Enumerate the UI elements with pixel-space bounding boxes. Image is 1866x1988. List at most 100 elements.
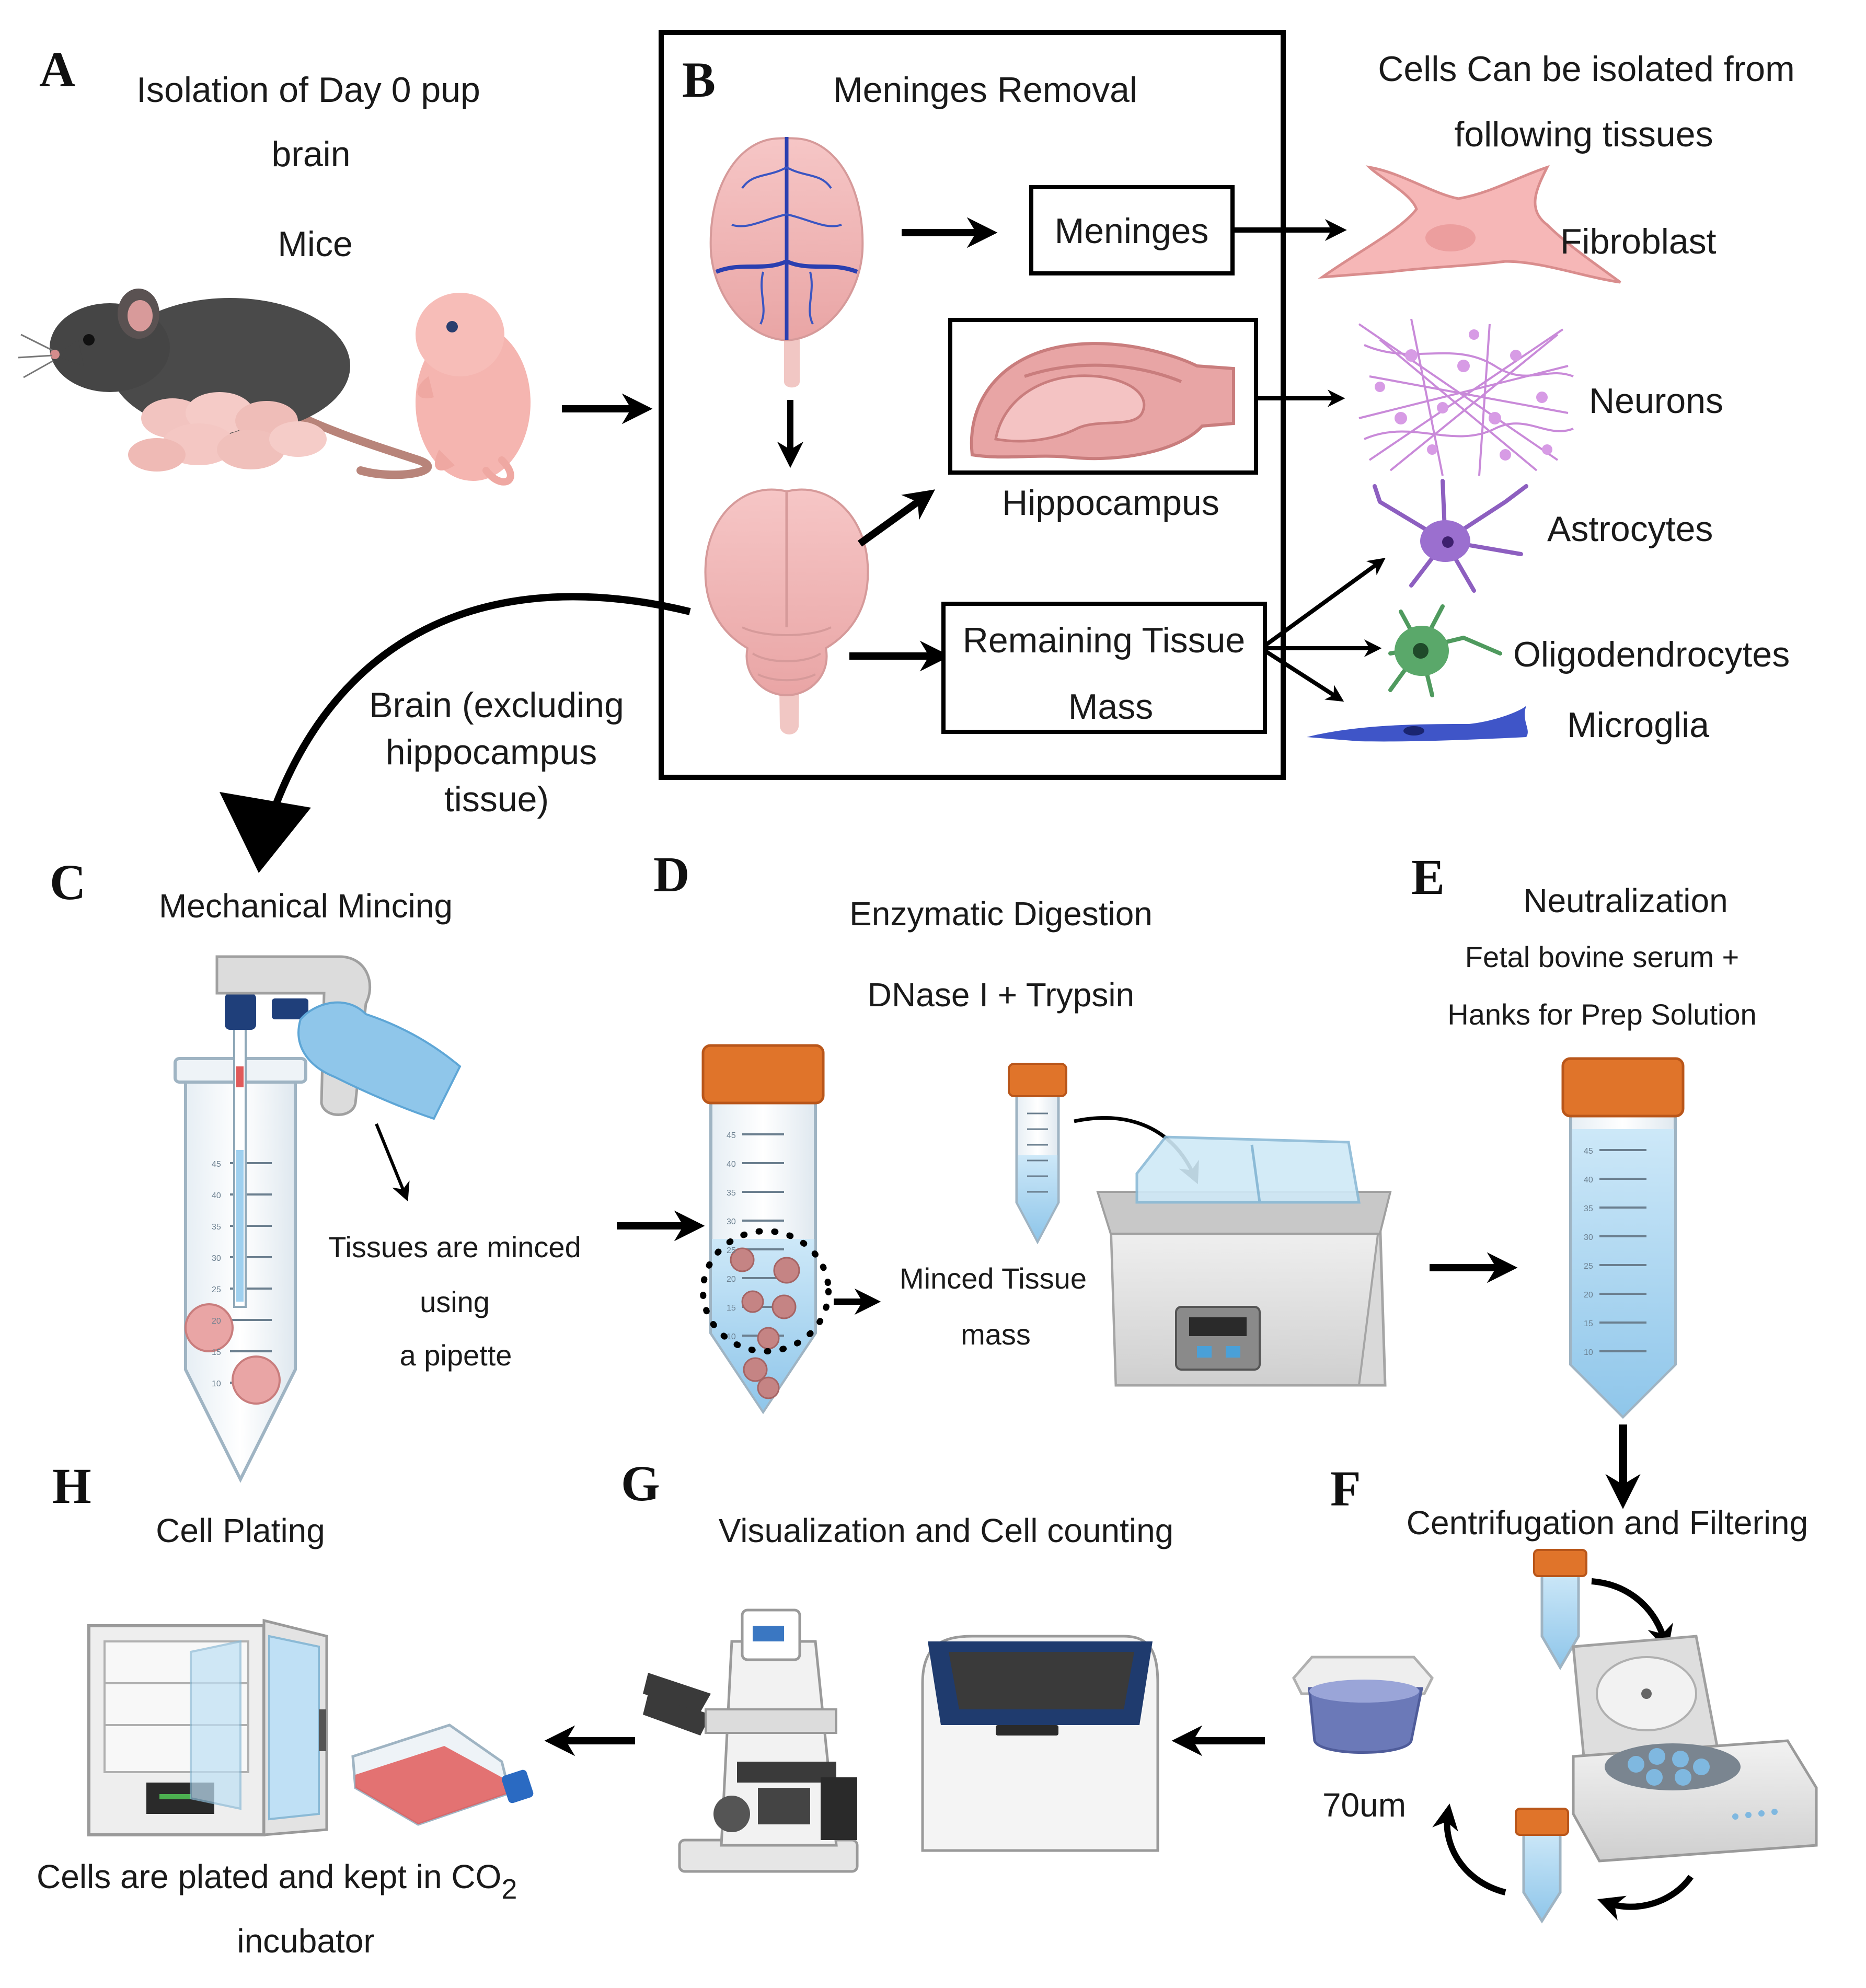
filter-size-label: 70um [1322,1786,1406,1824]
tube-e-graduation: 25 [1584,1262,1593,1271]
brain-with-meninges-icon [709,137,864,388]
panel-letter-g: G [621,1455,660,1511]
arrow-to-microglia [1263,649,1344,702]
panel-d-reagents: DNase I + Trypsin [868,976,1134,1014]
arrow-pipette-note [375,1123,410,1202]
remaining-tissue-label-line2: Mass [1068,687,1153,727]
co2-incubator-icon [87,1618,328,1836]
panel-b-title: Meninges Removal [833,70,1137,110]
panel-letter-c: C [50,854,86,910]
tube-e-graduation: 40 [1584,1176,1593,1185]
small-tube-f-bottom-icon [1515,1808,1569,1924]
panel-h-title: Cell Plating [156,1512,325,1549]
panel-h-caption-line1: Cells are plated and kept in CO2 [37,1858,517,1905]
panel-f-title: Centrifugation and Filtering [1407,1504,1808,1542]
arrow-to-astrocytes [1263,558,1386,648]
arrow-b-to-c [268,593,691,817]
tube-d-graduation: 15 [727,1304,736,1313]
small-tube-icon [1008,1063,1067,1245]
brain-note-line3: tissue) [444,779,549,819]
cells-title-line2: following tissues [1454,114,1713,154]
panel-h-caption-line2: incubator [237,1922,374,1960]
panel-a-title-line1: Isolation of Day 0 pup [136,70,480,110]
tube-c-graduation: 40 [212,1191,221,1200]
astrocyte-icon [1373,479,1528,593]
tube-c-graduation: 35 [212,1223,221,1232]
panel-c-note-line2: using [420,1285,490,1318]
panel-d-note-line1: Minced Tissue [900,1262,1087,1295]
fibroblast-label: Fibroblast [1560,222,1717,261]
tube-c-graduation: 45 [212,1160,221,1169]
neurons-label: Neurons [1589,381,1723,421]
caption-main-text: Cells are plated and kept in CO [37,1858,501,1895]
species-label: Mice [278,224,353,264]
panel-c-title: Mechanical Mincing [159,887,453,925]
tube-c-graduation: 20 [212,1317,221,1326]
brain-icon [704,488,869,734]
tube-c-graduation: 25 [212,1285,221,1294]
arrow-b-to-c-head [220,792,311,873]
tube-e-graduation: 35 [1584,1204,1593,1213]
neurons-icon [1358,318,1574,476]
panel-d-title: Enzymatic Digestion [849,895,1153,933]
arrow-tube-to-filter [1432,1803,1506,1895]
panel-d-note-line2: mass [961,1318,1031,1351]
tube-d-graduation: 40 [727,1160,736,1169]
hippocampus-icon [970,342,1235,461]
panel-c-note-line3: a pipette [400,1339,512,1372]
panel-letter-d: D [653,846,689,902]
tube-e-graduation: 30 [1584,1233,1593,1242]
panel-letter-b: B [682,52,716,108]
microglia-label: Microglia [1567,705,1709,745]
panel-letter-f: F [1330,1461,1361,1516]
microscope-icon [643,1608,859,1873]
caption-subscript: 2 [501,1874,517,1905]
astrocytes-label: Astrocytes [1547,509,1713,549]
panel-letter-a: A [39,41,75,97]
tube-e-graduation: 45 [1584,1147,1593,1156]
brain-note-line2: hippocampus [386,732,597,772]
mouse-with-litter-icon [18,289,432,479]
tube-d-graduation: 45 [727,1131,736,1140]
newborn-pup-icon [416,293,531,486]
panel-e-line1: Fetal bovine serum + [1465,940,1739,973]
tube-d-graduation: 35 [727,1189,736,1198]
arrow-to-hippocampus [857,489,936,547]
tube-c-graduation: 30 [212,1254,221,1263]
panel-letter-e: E [1411,849,1445,905]
panel-c-note-line1: Tissues are minced [328,1231,581,1263]
conical-tube-d-icon [700,1044,832,1415]
pipette-controller-icon [215,955,462,1308]
panel-a-title-line2: brain [271,134,350,174]
oligodendrocyte-icon [1388,604,1502,697]
remaining-tissue-label-line1: Remaining Tissue [963,620,1245,660]
small-tube-f-top-icon [1533,1549,1587,1670]
fibroblast-icon [1318,165,1621,284]
panel-g-title: Visualization and Cell counting [719,1512,1174,1549]
tube-c-graduation: 15 [212,1348,221,1357]
centrifuge-icon [1572,1635,1818,1863]
panel-letter-h: H [52,1458,91,1514]
culture-flask-icon [351,1723,534,1826]
cells-title-line1: Cells Can be isolated from [1378,49,1794,89]
cell-counter-icon [921,1635,1159,1852]
oligodendrocytes-label: Oligodendrocytes [1513,635,1790,674]
arrow-centrifuge-to-tube [1597,1875,1694,1921]
panel-e-line2: Hanks for Prep Solution [1447,998,1756,1031]
tube-c-graduation: 10 [212,1380,221,1388]
tube-d-graduation: 20 [727,1275,736,1284]
tube-e-graduation: 15 [1584,1319,1593,1328]
arrow-to-centrifuge [1591,1578,1673,1652]
meninges-label: Meninges [1055,211,1209,251]
tube-d-graduation: 30 [727,1217,736,1226]
panel-b-frame [659,30,1286,780]
conical-tube-e-icon [1561,1057,1685,1419]
water-bath-icon [1096,1135,1392,1387]
panel-e-title: Neutralization [1523,882,1727,920]
remaining-tissue-box [941,602,1267,734]
hippocampus-label: Hippocampus [1002,483,1219,523]
microglia-icon [1307,706,1528,742]
tube-e-graduation: 10 [1584,1348,1593,1357]
cell-strainer-icon [1292,1656,1434,1754]
